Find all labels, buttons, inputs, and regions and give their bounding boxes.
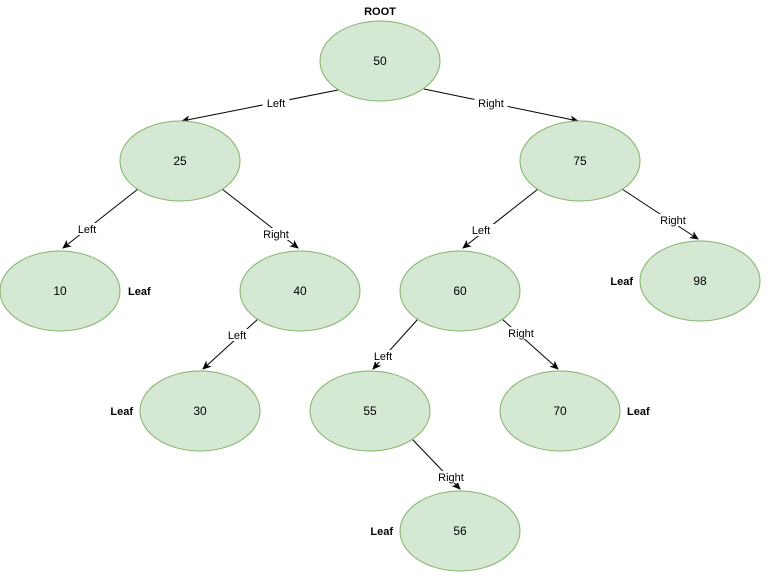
node-ellipse xyxy=(139,370,261,452)
tree-node-30: 30 xyxy=(139,370,261,452)
edge-label-background xyxy=(223,329,251,341)
edge-50-25: Left xyxy=(181,89,339,124)
tree-node-10: 10 xyxy=(0,250,121,332)
nodes-layer: 50 25 75 10 40 60 98 30 55 70 56 xyxy=(0,20,761,572)
edge-label: Left xyxy=(78,224,96,236)
edge-label-background xyxy=(259,228,293,240)
node-ellipse xyxy=(239,250,361,332)
node-ellipse xyxy=(399,250,521,332)
node-value: 50 xyxy=(373,54,387,68)
tree-node-40: 40 xyxy=(239,250,361,332)
tree-node-98: 98 xyxy=(639,240,761,322)
edge-25-10: Left xyxy=(62,188,139,249)
edge-75-60: Left xyxy=(462,188,539,249)
node-value: 56 xyxy=(453,524,467,538)
node-value: 25 xyxy=(173,154,187,168)
node-ellipse xyxy=(309,370,431,452)
leaf-label-30: Leaf xyxy=(110,406,133,418)
edge-label: Left xyxy=(267,98,285,110)
node-value: 60 xyxy=(453,284,467,298)
edge-label: Right xyxy=(478,98,504,110)
tree-node-70: 70 xyxy=(499,370,621,452)
edge-label: Left xyxy=(374,351,392,363)
edge-label-background xyxy=(262,97,290,109)
leaf-label-98: Leaf xyxy=(610,276,633,288)
leaf-label-56: Leaf xyxy=(370,526,393,538)
edge-label-background xyxy=(434,471,468,483)
edge-label-background xyxy=(474,97,508,109)
edge-arrow xyxy=(202,318,259,370)
node-ellipse xyxy=(519,120,641,202)
edge-arrow xyxy=(462,188,539,249)
node-ellipse xyxy=(399,490,521,572)
node-value: 55 xyxy=(363,404,377,418)
tree-node-55: 55 xyxy=(309,370,431,452)
edge-label: Right xyxy=(263,229,289,241)
edge-label: Left xyxy=(228,330,246,342)
node-value: 75 xyxy=(573,154,587,168)
node-value: 40 xyxy=(293,284,307,298)
edge-label: Right xyxy=(508,328,534,340)
tree-node-75: 75 xyxy=(519,120,641,202)
node-ellipse xyxy=(639,240,761,322)
edge-50-75: Right xyxy=(423,88,579,124)
edge-60-70: Right xyxy=(501,318,559,370)
edge-60-55: Left xyxy=(369,318,419,370)
tree-node-25: 25 xyxy=(119,120,241,202)
edge-25-40: Right xyxy=(221,188,299,249)
edge-label-background xyxy=(656,214,690,226)
edge-label: Right xyxy=(438,472,464,484)
edge-arrow xyxy=(181,89,339,124)
tree-node-50: 50 xyxy=(319,20,441,102)
node-value: 70 xyxy=(553,404,567,418)
node-value: 98 xyxy=(693,274,707,288)
node-ellipse xyxy=(0,250,121,332)
leaf-label-70: Leaf xyxy=(627,406,650,418)
edge-label-background xyxy=(504,327,538,339)
edge-55-56: Right xyxy=(411,438,468,490)
edge-label-background xyxy=(369,350,397,362)
node-value: 10 xyxy=(53,284,67,298)
leaf-label-10: Leaf xyxy=(128,286,151,298)
root-label: ROOT xyxy=(364,6,396,18)
node-ellipse xyxy=(499,370,621,452)
edge-arrow xyxy=(501,318,559,370)
node-ellipse xyxy=(119,120,241,202)
edge-40-30: Left xyxy=(202,318,259,370)
edge-label-background xyxy=(467,224,495,236)
node-value: 30 xyxy=(193,404,207,418)
tree-node-60: 60 xyxy=(399,250,521,332)
tree-node-56: 56 xyxy=(399,490,521,572)
node-ellipse xyxy=(319,20,441,102)
edge-75-98: Right xyxy=(621,188,699,240)
edge-label: Right xyxy=(660,215,686,227)
edge-label: Left xyxy=(472,225,490,237)
edge-label-background xyxy=(73,223,101,235)
edge-arrow xyxy=(62,188,139,249)
